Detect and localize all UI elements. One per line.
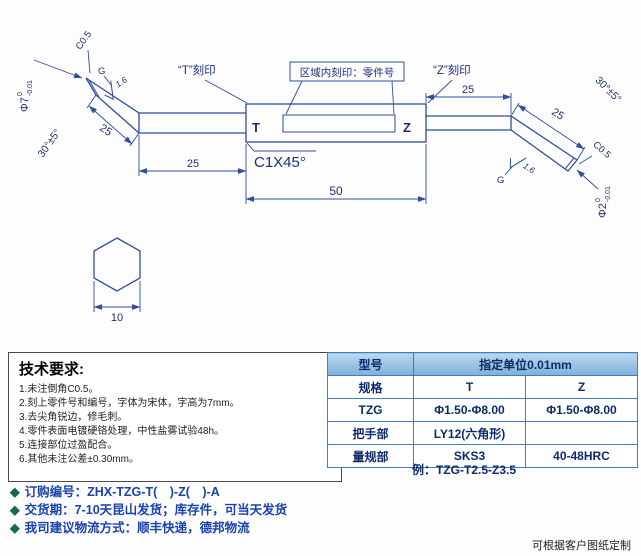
region-mark-label: 区域内刻印：零件号 [300, 66, 395, 79]
gauge-label-cell: 量规部 [327, 444, 414, 468]
dim-left-angled: 25 [97, 122, 114, 139]
delivery-line: ◆ 交货期：7-10天昆山发货；库存件，可当天发货 [10, 499, 287, 518]
diamond-bullet-icon: ◆ [10, 485, 20, 499]
spec-label-cell: 规格 [327, 375, 414, 399]
gauge-z-cell: 40-48HRC [524, 444, 639, 468]
delivery-text: 交货期：7-10天昆山发货；库存件，可当天发货 [24, 503, 288, 517]
col-z-cell: Z [524, 375, 639, 399]
handle-label-cell: 把手部 [327, 421, 414, 445]
table-row: 把手部 LY12(六角形) [327, 421, 639, 445]
angle-right-label: 30°±5° [593, 74, 624, 105]
table-row: TZG Φ1.50-Φ8.00 Φ1.50-Φ8.00 [327, 398, 639, 422]
model-label-cell: TZG [327, 398, 414, 422]
svg-text:1.6: 1.6 [113, 74, 129, 89]
handle-z-cell [524, 421, 639, 445]
logistics-text: 我司建议物流方式：顺丰快递，德邦物流 [24, 521, 250, 535]
svg-text:Φ7: Φ7 [19, 97, 31, 112]
right-angled-tip [510, 115, 578, 172]
svg-text:Φ2: Φ2 [597, 203, 609, 218]
chamfer-callout: C1X45° [254, 154, 306, 171]
diamond-bullet-icon: ◆ [10, 503, 20, 517]
spec-table: 型号 指定单位0.01mm 规格 T Z TZG Φ1.50-Φ8.00 Φ1.… [327, 352, 639, 468]
unit-header-cell: 指定单位0.01mm [412, 352, 639, 376]
tech-requirement-item: 2.刻上零件号和编号，字体为宋体，字高为7mm。 [19, 398, 240, 409]
model-t-cell: Φ1.50-Φ8.00 [413, 398, 526, 422]
svg-text:-0.01: -0.01 [27, 80, 34, 96]
region-label-box [289, 61, 405, 82]
dim-right-straight: 25 [462, 84, 474, 96]
svg-text:-0.01: -0.01 [605, 186, 612, 202]
tip-chamfer-right-label: C0.5 [591, 139, 613, 161]
tech-requirement-item: 3.去尖角锐边，修毛刺。 [19, 412, 128, 423]
angle-left-label: 30°±5° [36, 127, 64, 160]
svg-text:1.6: 1.6 [521, 161, 537, 176]
table-row: 量规部 SKS3 40-48HRC [327, 444, 639, 468]
t-letter: T [252, 120, 260, 135]
example-code: 例：TZG-T2.5-Z3.5 [412, 463, 517, 477]
t-mark-label: “T”刻印 [178, 63, 216, 77]
diameter-label-right: Φ2 0 -0.01 [595, 186, 612, 218]
logistics-line: ◆ 我司建议物流方式：顺丰快递，德邦物流 [10, 517, 250, 536]
model-header-cell: 型号 [327, 352, 414, 376]
table-row: 规格 T Z [327, 375, 639, 399]
left-shaft [138, 112, 246, 134]
z-mark-label: “Z”刻印 [433, 63, 471, 77]
engrave-region [282, 114, 396, 133]
roughness-symbol-right: 1.6 [509, 157, 537, 176]
gauge-t-cell: SKS3 [413, 444, 526, 468]
dim-hex-width: 10 [111, 312, 123, 324]
diameter-label-left: Φ7 0 -0.01 [17, 80, 34, 112]
hex-section-view [93, 237, 141, 292]
dim-left-straight: 25 [187, 158, 199, 170]
svg-text:0: 0 [17, 92, 24, 96]
dimension-lines [33, 49, 599, 312]
handle-body [245, 103, 427, 143]
tech-requirement-item: 4.零件表面电镀硬铬处理，中性盐雾试验48h。 [19, 426, 225, 437]
g-label-right: G [497, 175, 504, 186]
tech-requirement-item: 6.其他未注公差±0.30mm。 [19, 454, 139, 465]
g-label-left: G [98, 66, 105, 77]
col-t-cell: T [413, 375, 526, 399]
dim-right-angled: 25 [549, 106, 566, 123]
technical-drawing: 50 25 25 25 25 10 C1X45° “T”刻印 “Z”刻印 区域内… [17, 29, 624, 324]
tip-chamfer-left-label: C0.5 [74, 29, 95, 52]
tech-requirement-item: 1.未注倒角C0.5。 [19, 384, 99, 395]
z-letter: Z [403, 120, 411, 135]
svg-text:0: 0 [595, 198, 602, 202]
dim-body-length: 50 [329, 184, 343, 198]
tech-requirements-box: 技术要求: 1.未注倒角C0.5。 2.刻上零件号和编号，字体为宋体，字高为7m… [8, 352, 342, 482]
tech-requirements-title: 技术要求: [19, 361, 84, 378]
table-header-row: 型号 指定单位0.01mm [327, 352, 639, 376]
custom-note: 可根据客户图纸定制 [532, 540, 631, 552]
order-number-text: 订购编号：ZHX-TZG-T( )-Z( )-A [24, 485, 220, 499]
tech-requirement-item: 5.连接部位过盈配合。 [19, 440, 118, 451]
model-z-cell: Φ1.50-Φ8.00 [524, 398, 639, 422]
handle-value-cell: LY12(六角形) [413, 421, 526, 445]
diamond-bullet-icon: ◆ [10, 521, 20, 535]
right-shaft [426, 115, 512, 131]
part-outline [85, 61, 578, 292]
order-number-line: ◆ 订购编号：ZHX-TZG-T( )-Z( )-A [10, 481, 220, 500]
left-angled-tip [85, 77, 140, 134]
